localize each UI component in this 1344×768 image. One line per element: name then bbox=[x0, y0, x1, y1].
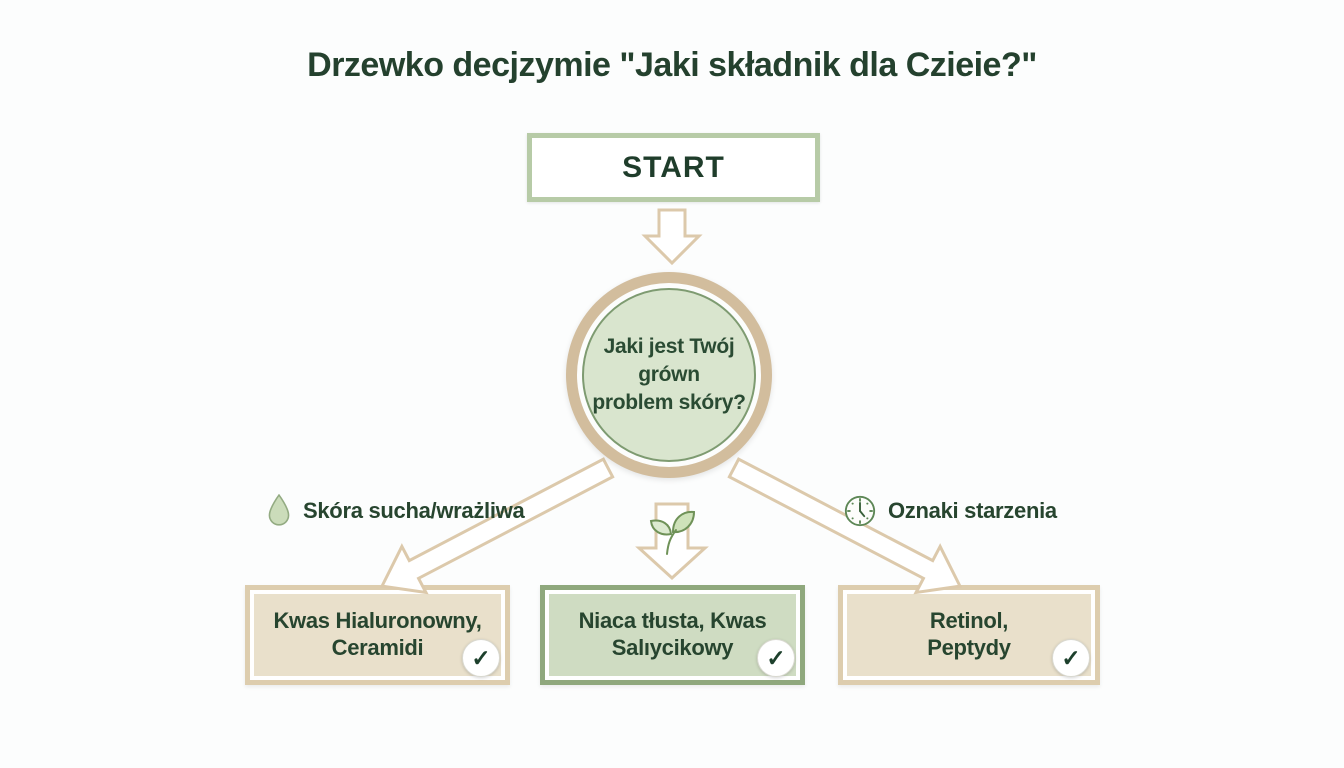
decision-question-line: grówn bbox=[638, 363, 700, 387]
leaf-icon-wrapper bbox=[643, 508, 696, 563]
decision-node-fill: Jaki jest Twój grówn problem skóry? bbox=[582, 288, 756, 462]
result-node-niacinamide-salicylic: Niaca tłusta, Kwas Salıycikowy ✓ bbox=[540, 585, 805, 685]
page-title: Drzewko decjzymie "Jaki składnik dla Czi… bbox=[307, 46, 1037, 84]
clock-icon bbox=[844, 495, 876, 527]
result-line: Niaca tłusta, Kwas bbox=[578, 608, 767, 634]
branch-label-dry-sensitive-skin: Skóra sucha/wrażliwa bbox=[266, 492, 525, 530]
decision-question-line: problem skóry? bbox=[592, 390, 746, 414]
start-label: START bbox=[622, 150, 725, 184]
result-node-retinol-peptides: Retinol, Peptydy ✓ bbox=[838, 585, 1100, 685]
result-line: Ceramidi bbox=[331, 635, 424, 660]
result-line: Salıycikowy bbox=[611, 635, 734, 660]
branch-label-aging-signs: Oznaki starzenia bbox=[843, 492, 1057, 530]
result-text: Retinol, Peptydy bbox=[927, 608, 1011, 662]
leaf-icon bbox=[649, 510, 696, 555]
check-icon: ✓ bbox=[462, 639, 500, 677]
arrow-start-to-question bbox=[641, 208, 703, 266]
result-text: Kwas Hialuronowny, Ceramidi bbox=[273, 608, 481, 662]
decision-node-gap: Jaki jest Twój grówn problem skóry? bbox=[577, 283, 761, 467]
branch-label-text: Oznaki starzenia bbox=[888, 498, 1057, 523]
droplet-icon bbox=[268, 494, 290, 526]
result-text: Niaca tłusta, Kwas Salıycikowy bbox=[579, 608, 767, 662]
result-line: Peptydy bbox=[927, 635, 1011, 660]
result-node-hyaluronic-ceramides: Kwas Hialuronowny, Ceramidi ✓ bbox=[245, 585, 510, 685]
decision-question-line: Jaki jest Twój bbox=[603, 335, 735, 359]
result-line: Kwas Hialuronowny, bbox=[273, 608, 482, 634]
branch-label-text: Skóra sucha/wrażliwa bbox=[303, 498, 525, 523]
check-icon: ✓ bbox=[757, 639, 795, 677]
decision-node: Jaki jest Twój grówn problem skóry? bbox=[566, 272, 772, 478]
start-node: START bbox=[527, 133, 820, 202]
result-line: Retinol, bbox=[929, 608, 1009, 634]
check-icon: ✓ bbox=[1052, 639, 1090, 677]
